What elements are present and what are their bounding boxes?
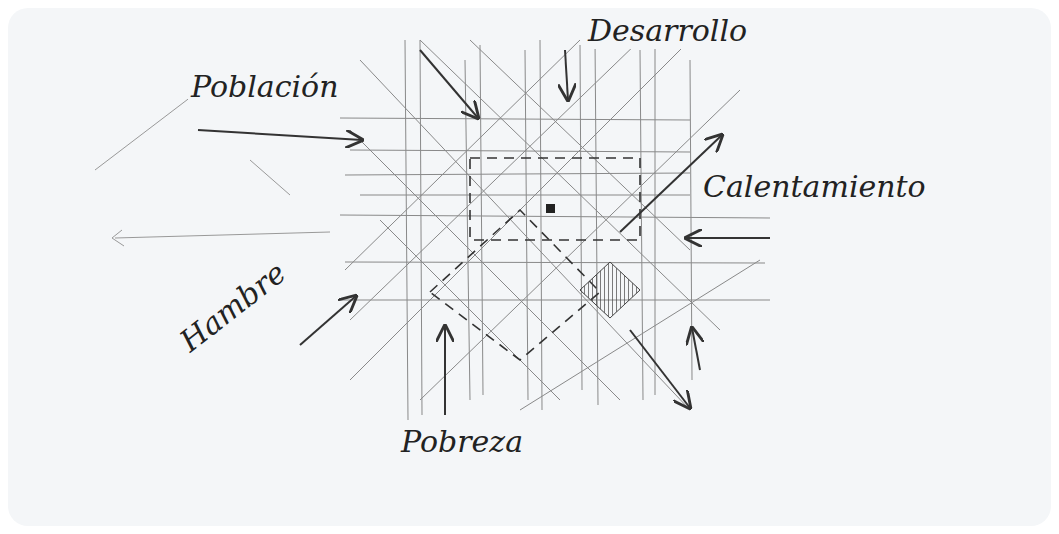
axis-label: Calentamiento [700,170,929,205]
arrows [198,50,770,415]
panel-ground [8,8,1051,526]
axis-label: Pobreza [398,425,526,460]
grid-lines [340,40,770,420]
hatched-diamond [580,262,640,318]
faint-strokes [95,90,330,246]
center-mark [546,204,555,213]
dashed-frames [430,158,640,360]
axis-label: Población [188,70,342,105]
axis-label: Desarrollo [585,14,750,49]
axis-label: Hambre [171,254,295,361]
